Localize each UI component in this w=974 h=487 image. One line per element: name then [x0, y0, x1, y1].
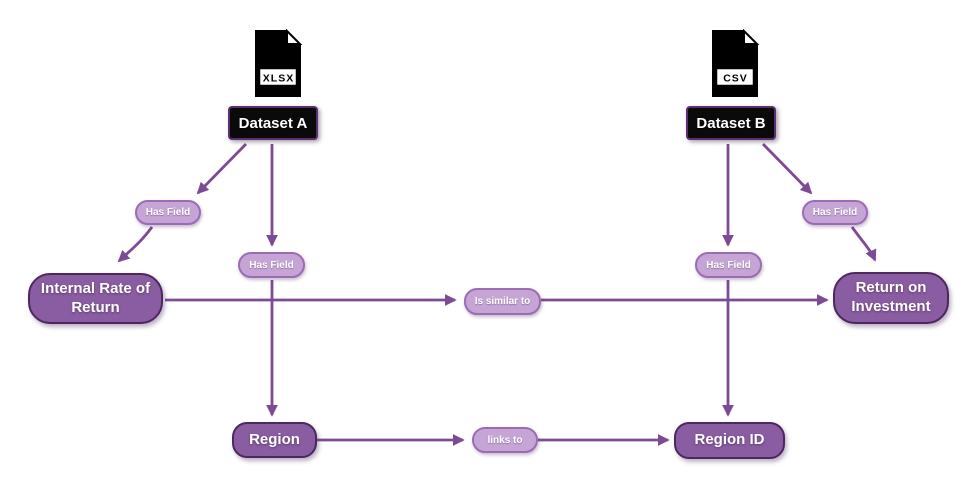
node-dataset-a: Dataset A — [228, 106, 318, 140]
edge-label-has-field-b-regionid: Has Field — [695, 252, 762, 278]
node-region-label: Region — [249, 430, 300, 448]
node-roi-label: Return on Investment — [851, 279, 931, 315]
csv-file-icon: CSV — [707, 28, 761, 98]
links-to-label: links to — [487, 434, 523, 446]
edge-dataset-b-to-hasfield-roi — [761, 143, 813, 195]
node-region-id: Region ID — [674, 422, 785, 459]
dataset-a-label: Dataset A — [238, 114, 308, 132]
has-field-label: Has Field — [249, 259, 294, 271]
edge-label-is-similar-to: Is similar to — [464, 288, 541, 315]
has-field-label: Has Field — [706, 259, 751, 271]
node-internal-rate-of-return: Internal Rate of Return — [28, 273, 163, 324]
node-dataset-b: Dataset B — [686, 106, 776, 140]
edge-label-has-field-a-irr: Has Field — [135, 200, 201, 225]
edge-label-has-field-a-region: Has Field — [238, 252, 305, 278]
edge-hasfield-to-irr — [117, 226, 154, 263]
node-region: Region — [232, 422, 317, 458]
node-return-on-investment: Return on Investment — [833, 272, 949, 324]
edge-label-links-to: links to — [472, 427, 538, 453]
csv-file-type-label: CSV — [723, 73, 748, 85]
edge-dataset-a-to-hasfield-irr — [196, 143, 248, 195]
has-field-label: Has Field — [145, 207, 191, 218]
dataset-b-label: Dataset B — [696, 114, 766, 132]
node-irr-label: Internal Rate of Return — [40, 279, 151, 316]
xlsx-file-icon: XLSX — [250, 28, 304, 98]
edge-label-has-field-b-roi: Has Field — [802, 200, 868, 225]
node-region-id-label: Region ID — [694, 431, 765, 449]
is-similar-to-label: Is similar to — [474, 296, 531, 307]
xlsx-file-type-label: XLSX — [263, 73, 294, 85]
has-field-label: Has Field — [812, 207, 858, 218]
edge-hasfield-to-roi — [850, 226, 877, 262]
